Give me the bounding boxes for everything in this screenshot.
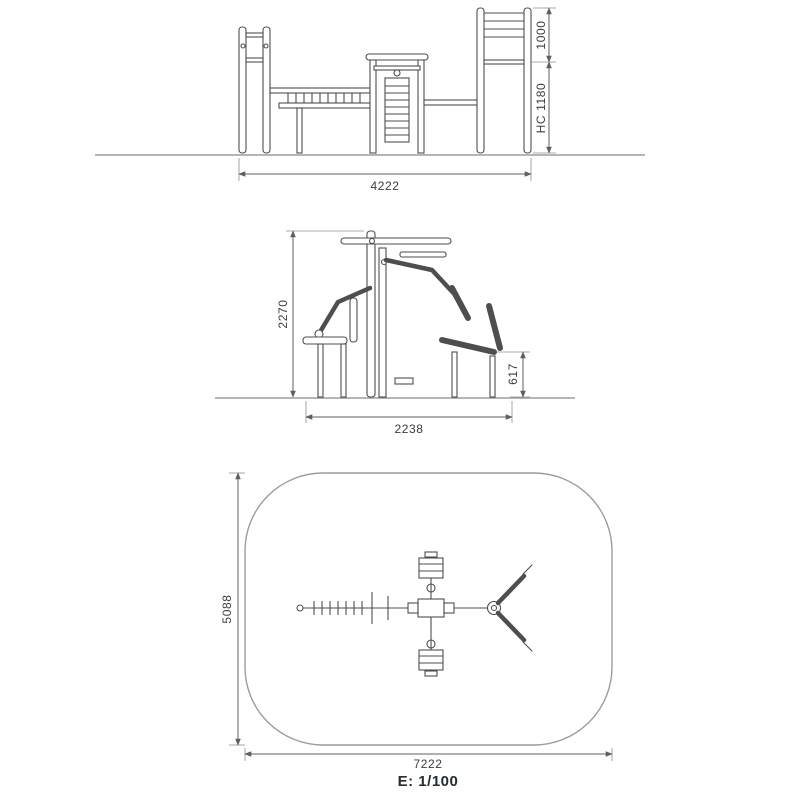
front-width-dim-label: 4222 [370, 179, 399, 193]
plan-depth-dim-label: 5088 [220, 594, 234, 623]
safety-area-outline [244, 472, 613, 746]
side-dimensions: 2270 617 2238 [276, 230, 530, 436]
front-center-tower [365, 53, 429, 154]
side-width-dim-label: 2238 [394, 422, 423, 436]
side-elevation-view: 2270 617 2238 [215, 230, 575, 436]
side-machine [302, 230, 503, 398]
plan-width-dim-label: 7222 [413, 757, 442, 771]
front-right-frame [476, 7, 532, 154]
front-top-height-dim-label: 1000 [534, 20, 548, 49]
front-bench [269, 87, 372, 154]
front-elevation-view: 4222 1000 HC 1180 [95, 7, 645, 193]
weight-stack-front [384, 77, 410, 143]
plan-weight-stack-top [418, 557, 444, 579]
plan-equipment [296, 551, 533, 677]
front-hc-height-dim-label: HC 1180 [534, 83, 548, 134]
plan-dimensions: 5088 7222 [220, 472, 613, 771]
plan-view: 5088 7222 [220, 472, 613, 771]
front-left-frame [238, 26, 271, 154]
front-connector-bar [423, 99, 479, 106]
front-dimensions: 4222 1000 HC 1180 [238, 7, 556, 193]
scale-label: E: 1/100 [398, 773, 459, 790]
plan-weight-stack-bottom [418, 649, 444, 671]
plan-center-unit [417, 598, 445, 618]
side-seat-height-dim-label: 617 [506, 363, 520, 385]
side-height-dim-label: 2270 [276, 299, 290, 328]
